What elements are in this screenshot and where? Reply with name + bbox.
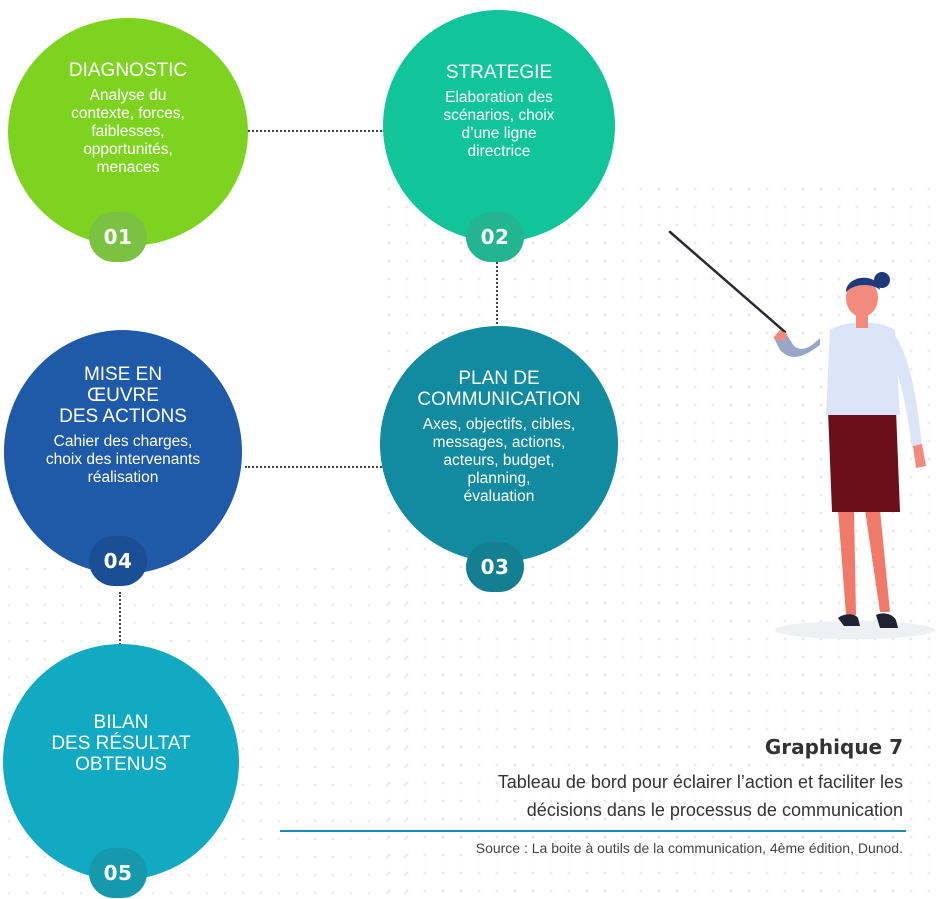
hair-bun (874, 272, 890, 288)
step-number-badge: 01 (89, 212, 147, 262)
step-circle-diagnostic: DIAGNOSTIC Analyse du contexte, forces, … (8, 18, 248, 246)
figure-title: Graphique 7 (764, 735, 903, 759)
connector-1-2 (245, 130, 385, 132)
step-title: DIAGNOSTIC (68, 60, 188, 81)
leg-right (865, 510, 890, 612)
hand-right (913, 444, 926, 468)
connector-2-3 (496, 262, 498, 324)
step-description: Cahier des charges, choix des intervenan… (45, 433, 201, 486)
pointer-stick (668, 230, 787, 334)
arm-right (888, 332, 922, 448)
arm-left (774, 332, 820, 357)
step-description: Elaboration des scénarios, choix d’une l… (443, 89, 555, 160)
step-number-badge: 02 (466, 212, 524, 262)
step-number-badge: 04 (89, 536, 147, 586)
hand-left (773, 330, 787, 341)
face (846, 279, 878, 317)
step-title: PLAN DE COMMUNICATION (417, 368, 581, 410)
step-circle-bilan: BILAN DES RÉSULTAT OBTENUS (3, 644, 239, 880)
step-description: Analyse du contexte, forces, faiblesses,… (71, 87, 185, 176)
step-circle-mise-en-oeuvre: MISE EN ŒUVRE DES ACTIONS Cahier des cha… (4, 330, 242, 574)
connector-4-5 (119, 592, 121, 648)
figure-subtitle: Tableau de bord pour éclairer l’action e… (497, 772, 903, 820)
blouse (826, 322, 900, 415)
connector-3-4 (245, 466, 385, 468)
step-circle-strategie: STRATEGIE Elaboration des scénarios, cho… (383, 10, 615, 242)
step-circle-plan-de-communication: PLAN DE COMMUNICATION Axes, objectifs, c… (380, 326, 618, 562)
step-number-badge: 03 (466, 542, 524, 592)
shoe-right (876, 613, 898, 628)
figure-source: Source : La boite à outils de la communi… (475, 840, 903, 856)
caption-divider (280, 830, 906, 832)
step-title: STRATEGIE (445, 62, 553, 83)
step-title: BILAN DES RÉSULTAT OBTENUS (51, 712, 191, 775)
shoe-left (838, 614, 860, 626)
skirt (828, 410, 900, 512)
step-title: MISE EN ŒUVRE DES ACTIONS (59, 364, 187, 427)
step-description: Axes, objectifs, cibles, messages, actio… (422, 416, 576, 505)
teacher-pointing-illustration (668, 230, 935, 639)
leg-left (838, 510, 856, 615)
hair (846, 277, 880, 292)
step-number-badge: 05 (89, 848, 147, 898)
